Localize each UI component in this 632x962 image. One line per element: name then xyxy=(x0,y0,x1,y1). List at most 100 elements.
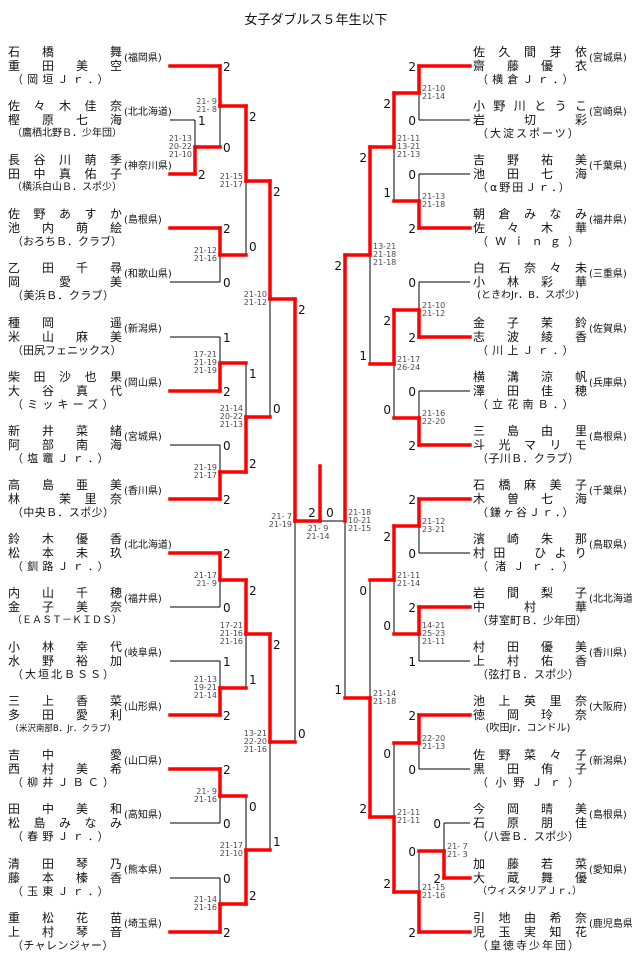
match-score-bottom: 0 xyxy=(408,763,416,777)
set-score: 20-22 xyxy=(169,142,192,151)
team-entry: 高島亜美林 茉里奈（中央Ｂ．スポ少） xyxy=(8,478,122,520)
player-name: 白石奈々未 xyxy=(473,261,601,275)
team-prefecture: (島根県) xyxy=(124,215,162,226)
team-club: （ＥＡＳＴ－ＫＩＤＳ） xyxy=(12,615,122,626)
team-club: (吹田Jr．コンドル) xyxy=(485,723,571,734)
team-prefecture: (和歌山県) xyxy=(124,269,172,280)
team-club: （塩竈Ｊｒ．） xyxy=(12,452,113,465)
match-score-top: 0 xyxy=(223,872,231,886)
team-entry: 佐野あすか池内萌絵（おろちＢ．クラブ） xyxy=(8,207,122,249)
team-club: （ミッキーズ） xyxy=(12,398,118,411)
match-score-bottom: 0 xyxy=(383,619,391,633)
player-name: 西村美希 xyxy=(8,762,145,776)
player-name: 村田優美 xyxy=(473,640,610,654)
team-entry: 小野川とうこ岩切彩（大淀スポーツ） xyxy=(473,99,587,141)
set-score: 21-19 xyxy=(194,358,217,367)
match-score-bottom: 2 xyxy=(433,872,441,886)
team-prefecture: (熊本県) xyxy=(124,865,162,876)
player-name: 石橋 舞 xyxy=(8,45,145,59)
player-name: 池内萌絵 xyxy=(8,221,145,235)
team-entry: 岩間梨子中村華（芽室町Ｂ．少年団） xyxy=(473,586,587,628)
team-prefecture: (福井県) xyxy=(124,594,162,605)
player-name: 今岡晴美 xyxy=(473,802,610,816)
set-score: 21-15 xyxy=(348,524,371,533)
set-score: 21- 9 xyxy=(196,579,217,588)
player-name: 引地由希奈 xyxy=(473,911,601,925)
set-score: 26-24 xyxy=(397,363,420,372)
match-score-top: 2 xyxy=(273,638,281,652)
player-name: 松本未玖 xyxy=(8,546,145,560)
team-club: （横浜白山Ｂ．スポ少） xyxy=(12,182,122,193)
match-score-bottom: 2 xyxy=(408,222,416,236)
player-name: 種岡 遥 xyxy=(8,316,145,330)
team-entry: 引地由希奈児玉実知花（皇徳寺少年団） xyxy=(473,911,587,953)
set-score: 21-16 xyxy=(194,795,217,804)
team-prefecture: (北北海道) xyxy=(589,594,632,605)
match-score-top: 2 xyxy=(249,110,257,124)
set-score: 21-19 xyxy=(194,366,217,375)
match-score-top: 2 xyxy=(383,314,391,328)
team-club: (ときわJr．B．スポ少) xyxy=(477,290,579,301)
player-name: 重田美空 xyxy=(8,59,145,73)
player-name: 池田七海 xyxy=(473,167,610,181)
match-score-bottom: 0 xyxy=(273,402,281,416)
team-club: （鷹栖北野Ｂ．少年団） xyxy=(12,128,122,139)
match-score-bottom: 0 xyxy=(223,141,231,155)
team-prefecture: (北北海道) xyxy=(124,540,172,551)
set-score: 21-12 xyxy=(422,309,445,318)
team-entry: 吉野祐美池田七海（α野田Ｊｒ．） xyxy=(473,153,587,195)
team-club: （八雲Ｂ．スポ少） xyxy=(477,830,580,843)
team-club: （横倉Ｊｒ．） xyxy=(477,73,578,86)
player-name: 澤田佳穂 xyxy=(473,384,610,398)
match-score-top: 2 xyxy=(383,97,391,111)
player-name: 三島由里 xyxy=(473,424,610,438)
team-prefecture: (三重県) xyxy=(589,269,627,280)
team-club: （立花南Ｂ．） xyxy=(477,398,578,411)
match-score-bottom: 2 xyxy=(359,802,367,816)
match-score-bottom: 1 xyxy=(273,835,281,849)
team-prefecture: (香川県) xyxy=(124,486,162,497)
player-name: 石橋麻美子 xyxy=(473,478,601,492)
team-entry: 加藤若菜大蔵舞優（ウィスタリアＪｒ．） xyxy=(473,857,587,899)
player-name: 佐野あすか xyxy=(8,207,136,221)
set-score: 21-16 xyxy=(220,629,243,638)
match-score-top: 2 xyxy=(408,709,416,723)
set-score: 21-16 xyxy=(422,409,445,418)
team-prefecture: (岐阜県) xyxy=(124,648,162,659)
player-name: 石原朋佳 xyxy=(473,816,610,830)
player-name: 金子茉鈴 xyxy=(473,316,610,330)
set-score: 21-14 xyxy=(220,404,243,413)
match-score-bottom: 0 xyxy=(223,276,231,290)
team-prefecture: (島根県) xyxy=(589,432,627,443)
match-score-top: 2 xyxy=(408,493,416,507)
set-score: 21-14 xyxy=(194,895,217,904)
player-name: 吉中 愛 xyxy=(8,748,145,762)
set-score: 17-21 xyxy=(194,350,217,359)
set-score: 21-12 xyxy=(194,246,217,255)
team-club: （鎌ヶ谷Ｊｒ．） xyxy=(477,506,576,519)
team-prefecture: (岡山県) xyxy=(124,378,162,389)
player-name: 大蔵舞優 xyxy=(473,871,610,885)
team-entry: 石橋麻美子木曽七海（鎌ヶ谷Ｊｒ．） xyxy=(473,478,587,520)
player-name: 佐久間芽依 xyxy=(473,45,601,59)
match-score-top: 0 xyxy=(408,276,416,290)
set-score: 21-10 xyxy=(220,849,243,858)
team-entry: 小林幸代水野裕加（大垣北ＢＳＳ） xyxy=(8,640,122,682)
match-score-top: 0 xyxy=(408,385,416,399)
player-name: 吉野祐美 xyxy=(473,153,610,167)
player-name: 藤本榛香 xyxy=(8,871,145,885)
set-score: 21-16 xyxy=(220,637,243,646)
player-name: 朝倉みなみ xyxy=(473,207,601,221)
team-prefecture: (福岡県) xyxy=(124,53,162,64)
match-score-top: 2 xyxy=(223,547,231,561)
match-score-top: 0 xyxy=(249,800,257,814)
set-score: 21- 7 xyxy=(271,512,292,521)
team-entry: 三島由里斗光マリモ（子川Ｂ．クラブ） xyxy=(473,424,587,466)
team-entry: 清田琴乃藤本榛香（玉東Ｊｒ．） xyxy=(8,857,122,899)
team-entry: 池上英里奈徳岡玲奈(吹田Jr．コンドル) xyxy=(473,694,587,736)
set-score: 23-21 xyxy=(422,525,445,534)
set-score: 21-13 xyxy=(220,420,243,429)
team-entry: 佐久間芽依齋藤優衣（横倉Ｊｒ．） xyxy=(473,45,587,87)
team-prefecture: (福井県) xyxy=(589,215,627,226)
match-score-top: 0 xyxy=(408,168,416,182)
